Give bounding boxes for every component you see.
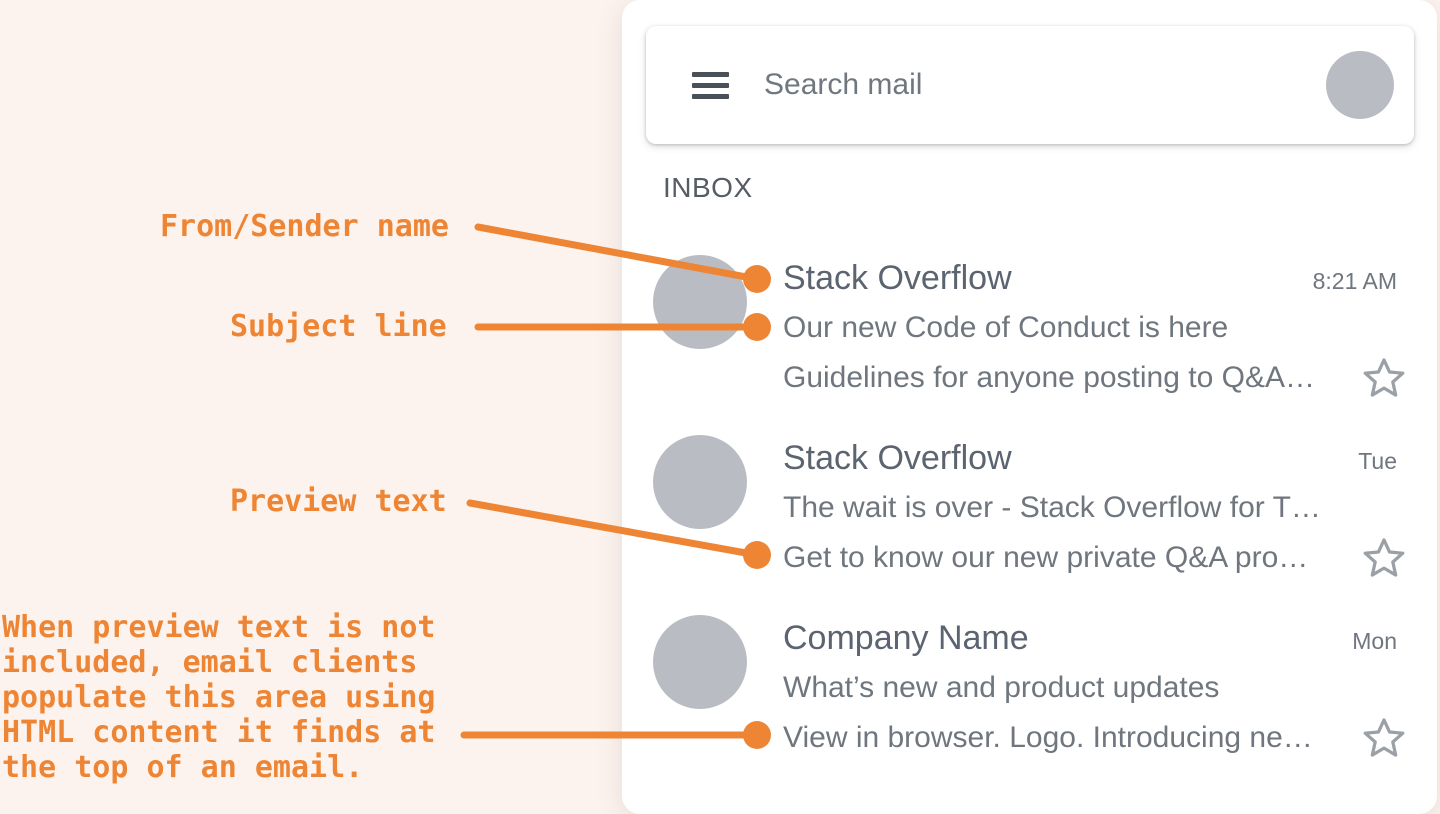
email-time: Mon <box>1352 628 1397 654</box>
annotation-from-sender-label: From/Sender name <box>160 209 449 244</box>
annotation-subject-label: Subject line <box>230 309 447 344</box>
search-input[interactable]: Search mail <box>764 68 923 101</box>
sender-avatar <box>653 615 747 709</box>
annotation-no-preview-note: When preview text is not included, email… <box>2 610 436 785</box>
email-subject: Our new Code of Conduct is here <box>783 311 1229 344</box>
email-preview: Get to know our new private Q&A pro… <box>783 541 1309 574</box>
email-sender: Company Name <box>783 619 1029 657</box>
search-bar[interactable]: Search mail <box>646 26 1414 144</box>
profile-avatar[interactable] <box>1326 51 1394 119</box>
email-sender: Stack Overflow <box>783 439 1012 477</box>
email-list-item[interactable]: Stack Overflow Tue The wait is over - St… <box>622 392 1437 577</box>
email-list-item[interactable]: Company Name Mon What’s new and product … <box>622 572 1437 757</box>
star-icon[interactable] <box>1361 535 1407 581</box>
email-preview: View in browser. Logo. Introducing ne… <box>783 721 1313 754</box>
email-subject: The wait is over - Stack Overflow for T… <box>783 491 1321 524</box>
email-time: 8:21 AM <box>1312 268 1397 294</box>
annotation-preview-label: Preview text <box>230 484 447 519</box>
email-client-card: Search mail INBOX Stack Overflow 8:21 AM… <box>622 0 1437 814</box>
email-preview: Guidelines for anyone posting to Q&A… <box>783 361 1315 394</box>
menu-icon[interactable] <box>692 71 729 99</box>
star-icon[interactable] <box>1361 715 1407 761</box>
inbox-section-label: INBOX <box>663 172 753 203</box>
sender-avatar <box>653 255 747 349</box>
email-sender: Stack Overflow <box>783 259 1012 297</box>
star-icon[interactable] <box>1361 355 1407 401</box>
email-subject: What’s new and product updates <box>783 671 1220 704</box>
sender-avatar <box>653 435 747 529</box>
email-time: Tue <box>1358 448 1397 474</box>
email-list-item[interactable]: Stack Overflow 8:21 AM Our new Code of C… <box>622 212 1437 397</box>
